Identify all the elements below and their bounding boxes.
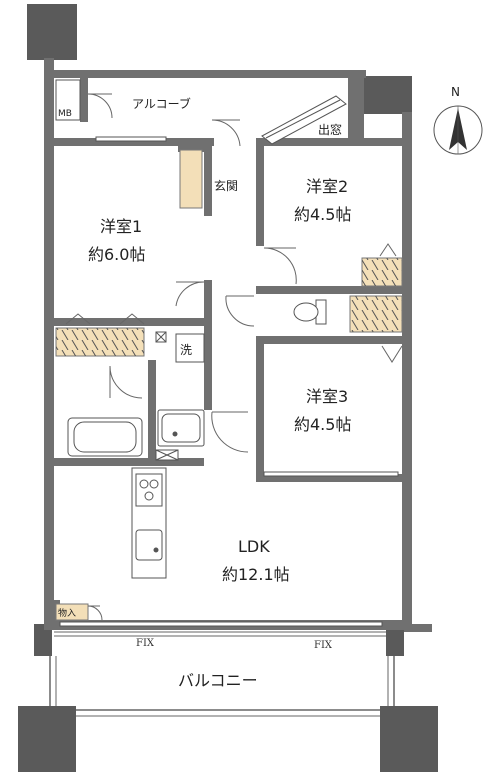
washer-icon — [155, 331, 205, 363]
closet-ldk-storage — [55, 603, 89, 621]
label-genkan: 玄関 — [214, 178, 238, 193]
bathtub-icon — [67, 417, 143, 457]
door-room3 — [211, 411, 249, 453]
pillar-balcony-right — [386, 624, 404, 656]
label-wash: 洗 — [180, 343, 192, 357]
door-room2 — [263, 247, 297, 285]
pillar-balcony-left — [34, 624, 52, 656]
door-mb — [87, 93, 113, 119]
toilet-icon — [293, 299, 327, 325]
door-room1 — [175, 281, 205, 307]
closet-room3-hatch — [350, 296, 402, 332]
wall-alcove-bottom — [54, 138, 214, 146]
mb-box — [55, 79, 81, 121]
wall-left — [44, 58, 54, 628]
pillars — [18, 4, 438, 772]
wall-bath-bottom — [54, 458, 204, 466]
wall-genkan-top — [178, 146, 208, 152]
window-room3 — [263, 471, 399, 477]
wall-ext-right-slab — [404, 624, 432, 632]
window-room1 — [95, 136, 167, 142]
door-storage — [87, 605, 103, 621]
wall-mb-right — [80, 78, 88, 122]
wall-room2-left — [256, 146, 264, 246]
windows — [59, 95, 399, 627]
label-fix-right: FIX — [314, 640, 333, 651]
pillar-bottom-right — [380, 706, 438, 772]
label-storage: 物入 — [58, 607, 76, 619]
wall-room1-bottom — [54, 318, 204, 326]
label-alcove: アルコーブ — [132, 96, 191, 111]
wall-room1-right — [204, 146, 212, 216]
wall-demado-left — [348, 78, 364, 146]
label-mb: MB — [58, 109, 72, 119]
door-bath — [109, 365, 143, 399]
ldk-name: LDK — [238, 537, 270, 556]
wall-bath-right — [148, 360, 156, 460]
label-demado: 出窓 — [318, 122, 342, 137]
kitchen-sink-icon — [135, 529, 163, 561]
pillar-bottom-left — [18, 706, 76, 772]
range-hood-icon — [155, 449, 179, 461]
north-compass-icon — [433, 105, 483, 155]
pillar-top-left — [27, 4, 77, 60]
room2-size: 約4.5帖 — [294, 205, 351, 224]
closet-room2-hatch — [362, 258, 402, 286]
room1-size: 約6.0帖 — [88, 245, 145, 264]
closet-genkan — [179, 149, 203, 209]
balcony — [49, 631, 395, 717]
room2-name: 洋室2 — [306, 177, 348, 196]
wall-room2-top — [256, 138, 404, 146]
wall-room2-bottom — [256, 286, 404, 294]
window-ldk-fix — [59, 621, 383, 627]
door-closet-room2 — [379, 243, 397, 257]
door-toilet — [225, 295, 255, 327]
doors — [65, 93, 403, 621]
stove-icon — [135, 473, 163, 507]
wall-room3-bottom — [256, 474, 404, 482]
room3-size: 約4.5帖 — [294, 415, 351, 434]
ldk-size: 約12.1帖 — [222, 565, 290, 584]
pillar-top-right — [364, 76, 412, 114]
fixtures — [55, 79, 327, 579]
washbasin-icon — [157, 409, 205, 447]
wall-room1-right-low — [204, 280, 212, 330]
door-closet-room1 — [65, 313, 145, 325]
wall-wash-right — [204, 330, 212, 410]
wall-right — [402, 112, 412, 628]
door-closet-room3 — [381, 345, 403, 363]
room1-name: 洋室1 — [100, 217, 142, 236]
room3-name: 洋室3 — [306, 387, 348, 406]
wall-top-alcove — [54, 70, 366, 78]
interior-walls — [54, 146, 404, 620]
wall-toilet-bottom — [256, 336, 404, 344]
wall-room3-left — [256, 344, 264, 474]
label-fix-left: FIX — [136, 638, 155, 649]
closet-room1-hatch — [56, 328, 144, 356]
label-balcony: バルコニー — [178, 671, 258, 690]
label-north: N — [451, 85, 460, 99]
door-entrance — [211, 119, 241, 147]
closets — [55, 149, 403, 621]
